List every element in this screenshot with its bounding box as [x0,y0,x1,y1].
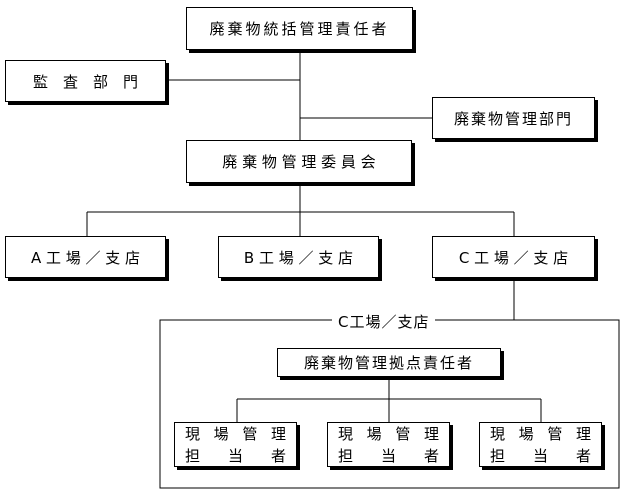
site-a-box: A 工 場 ／ 支 店 [5,236,166,278]
base-waste-manager-label: 廃棄物管理拠点責任者 [303,354,474,372]
waste-management-committee-box: 廃 棄 物 管 理 委 員 会 [186,140,412,183]
site-staff-line1: 現場管理 [338,424,439,443]
audit-department-label: 監 査 部 門 [32,72,138,91]
site-b-label: B 工 場 ／ 支 店 [243,248,354,267]
site-staff-line1: 現場管理 [185,424,286,443]
site-staff-line2: 担当者 [185,446,286,465]
site-b-box: B 工 場 ／ 支 店 [218,236,379,278]
site-a-label: A 工 場 ／ 支 店 [30,248,141,267]
site-c-group-label: C工場／支店 [332,311,436,332]
waste-management-committee-label: 廃 棄 物 管 理 委 員 会 [222,153,376,171]
site-staff-line2: 担当者 [490,446,591,465]
site-staff-line1: 現場管理 [490,424,591,443]
audit-department-box: 監 査 部 門 [5,60,166,102]
site-c-box: C 工 場 ／ 支 店 [432,236,595,278]
waste-management-department-label: 廃棄物管理部門 [453,109,573,128]
site-c-label: C 工 場 ／ 支 店 [458,248,569,267]
site-staff-box-2: 現場管理 担当者 [327,422,450,467]
site-staff-line2: 担当者 [338,446,439,465]
chief-waste-manager-label: 廃棄物統括管理責任者 [209,20,390,38]
site-staff-box-1: 現場管理 担当者 [174,422,297,467]
chief-waste-manager-box: 廃棄物統括管理責任者 [186,7,413,50]
waste-management-department-box: 廃棄物管理部門 [432,97,595,139]
base-waste-manager-box: 廃棄物管理拠点責任者 [277,348,501,377]
site-staff-box-3: 現場管理 担当者 [479,422,602,467]
